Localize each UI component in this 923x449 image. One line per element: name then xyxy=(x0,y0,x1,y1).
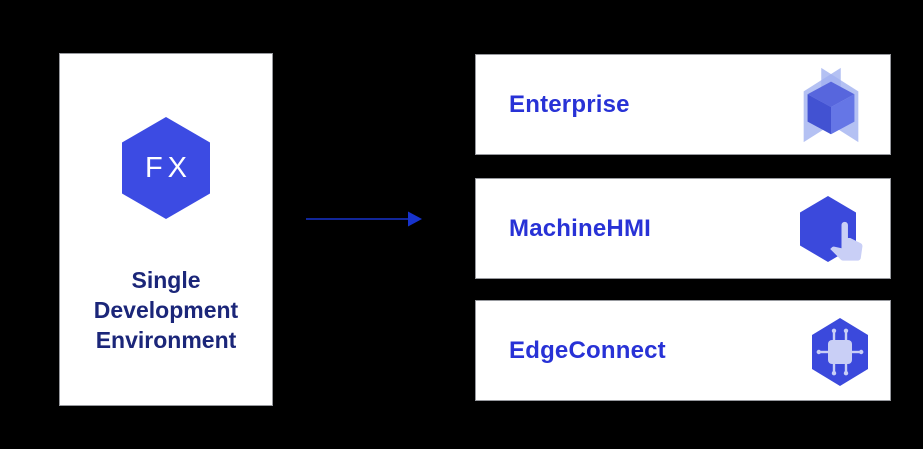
flow-arrow-icon xyxy=(306,211,422,227)
source-label-line-3: Environment xyxy=(95,327,237,353)
source-label-line-2: Development xyxy=(93,297,239,323)
edgeconnect-chip-icon xyxy=(812,317,868,386)
enterprise-cube-icon xyxy=(803,67,859,142)
source-panel: FX Single Development Environment xyxy=(59,53,273,406)
target-label-enterprise: Enterprise xyxy=(509,90,630,118)
target-label-edgeconnect: EdgeConnect xyxy=(509,336,666,364)
target-label-machinehmi: MachineHMI xyxy=(509,214,652,242)
target-panel-machinehmi: MachineHMI xyxy=(475,178,891,279)
machinehmi-touch-hand-icon xyxy=(800,195,863,262)
source-label: Single Development Environment xyxy=(94,265,238,355)
target-panel-edgeconnect: EdgeConnect xyxy=(475,300,891,401)
target-panel-enterprise: Enterprise xyxy=(475,54,891,155)
fx-logo-text: FX xyxy=(144,151,193,184)
source-label-line-1: Single xyxy=(131,267,201,293)
fx-logo-icon: FX xyxy=(122,117,210,219)
